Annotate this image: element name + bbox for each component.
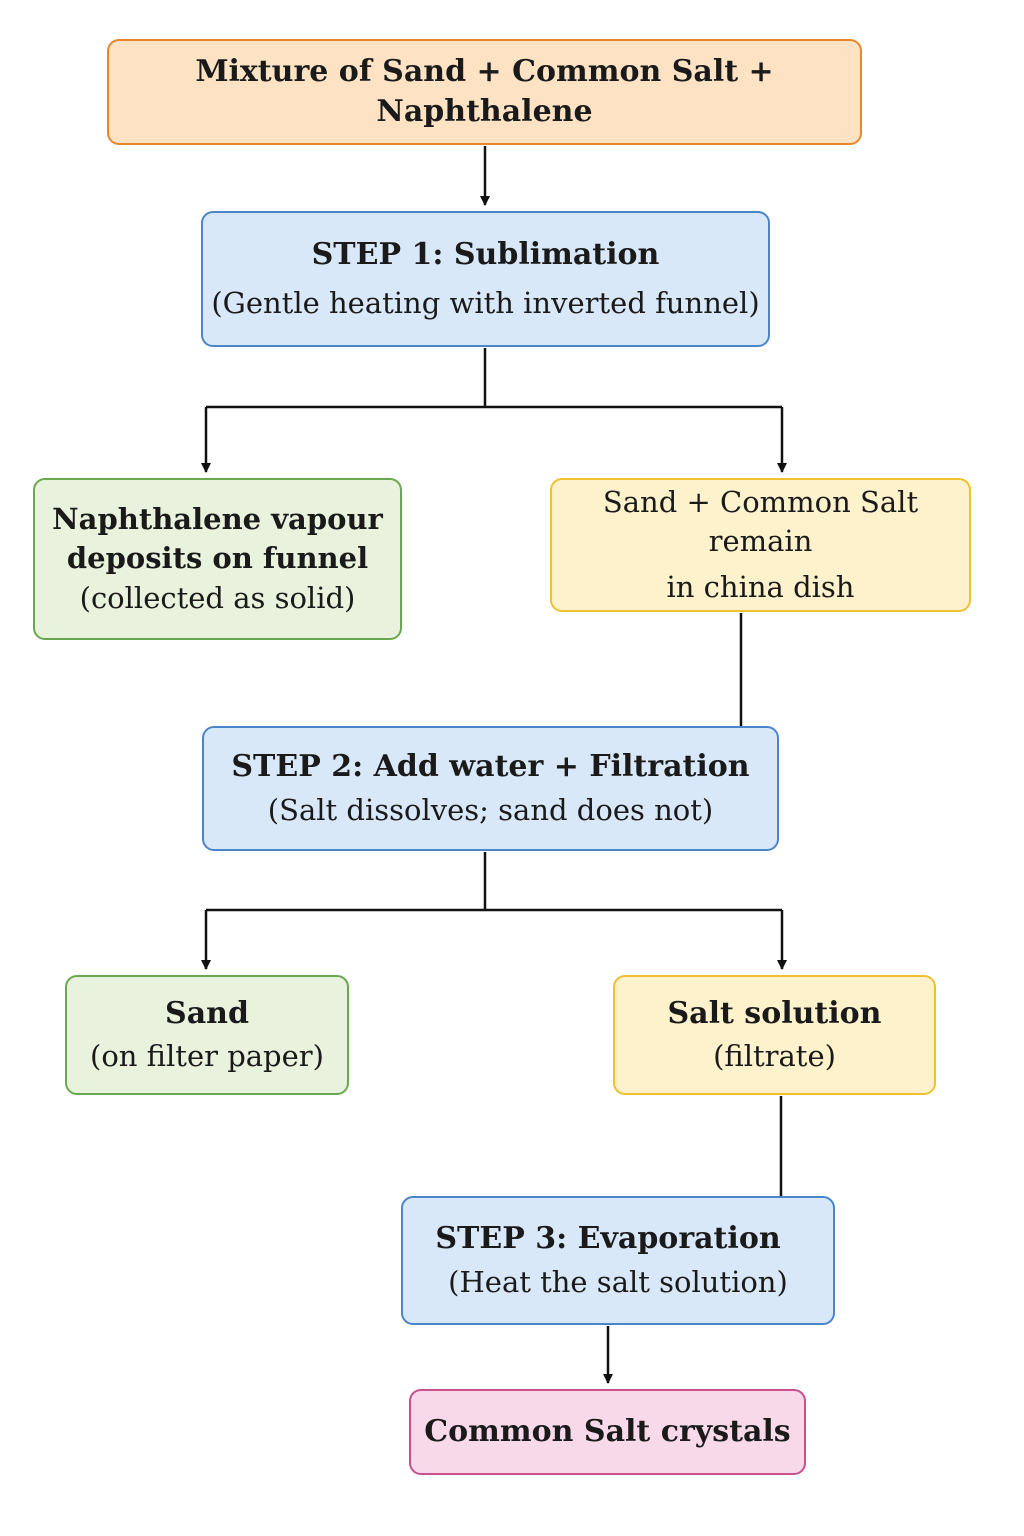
node-crystals-label: Common Salt crystals: [424, 1413, 791, 1449]
node-step3: STEP 3: Evaporation (Heat the salt solut…: [401, 1196, 835, 1325]
node-sand-subtitle: (on filter paper): [90, 1038, 324, 1073]
node-mixture: Mixture of Sand + Common Salt + Naphthal…: [107, 39, 862, 145]
node-salt-solution-title: Salt solution: [667, 996, 882, 1032]
node-sand-title: Sand: [165, 996, 249, 1032]
node-step1: STEP 1: Sublimation (Gentle heating with…: [201, 211, 770, 347]
node-residue-line-2: in china dish: [666, 569, 855, 604]
node-naphthalene-note: (collected as solid): [79, 580, 356, 615]
node-salt-solution-subtitle: (filtrate): [713, 1038, 836, 1073]
node-residue: Sand + Common Salt remain in china dish: [550, 478, 971, 612]
node-step2-subtitle: (Salt dissolves; sand does not): [267, 793, 714, 828]
node-naphthalene: Naphthalene vapour deposits on funnel (c…: [33, 478, 402, 640]
node-residue-line-1: Sand + Common Salt remain: [602, 485, 919, 559]
node-step1-subtitle: (Gentle heating with inverted funnel): [211, 285, 760, 320]
node-step3-subtitle: (Heat the salt solution): [448, 1265, 788, 1300]
node-salt-solution: Salt solution (filtrate): [613, 975, 936, 1095]
node-step3-title: STEP 3: Evaporation: [435, 1220, 781, 1256]
node-naphthalene-line-2: deposits on funnel: [66, 541, 369, 576]
node-sand: Sand (on filter paper): [65, 975, 349, 1095]
node-step2-title: STEP 2: Add water + Filtration: [231, 748, 750, 784]
node-step2: STEP 2: Add water + Filtration (Salt dis…: [202, 726, 779, 851]
node-naphthalene-line-1: Naphthalene vapour: [52, 502, 383, 537]
node-mixture-label: Mixture of Sand + Common Salt + Naphthal…: [195, 53, 774, 130]
node-step1-title: STEP 1: Sublimation: [311, 237, 660, 273]
node-crystals: Common Salt crystals: [409, 1389, 806, 1475]
